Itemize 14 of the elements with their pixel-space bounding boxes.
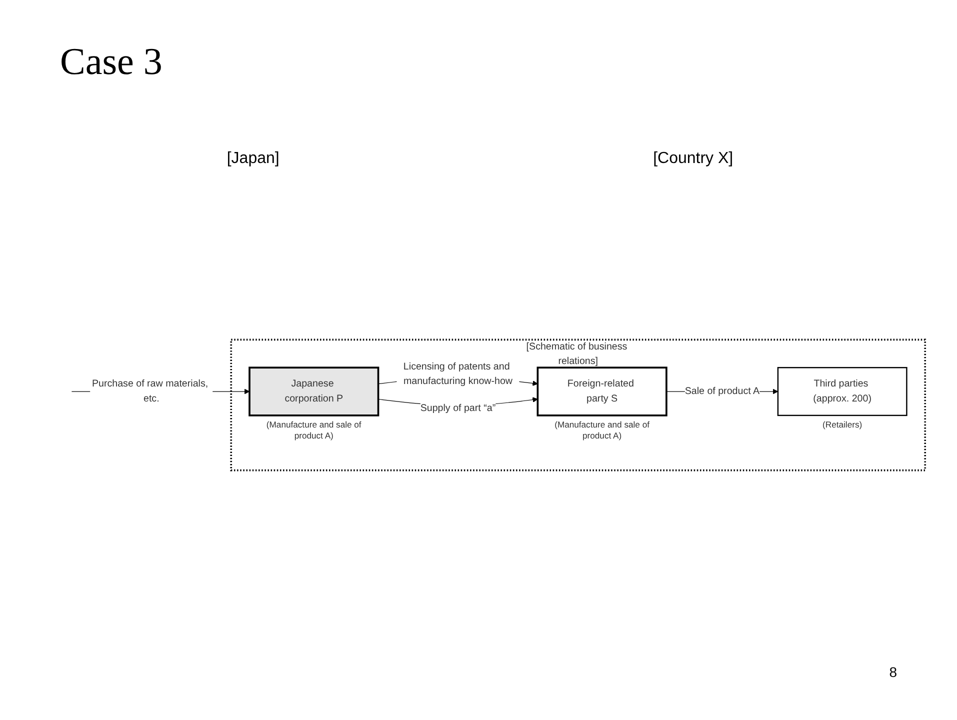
node-box: Third parties (approx. 200) <box>777 366 908 416</box>
region-label: [Japan] <box>226 150 280 168</box>
node-caption: (Manufacture and sale of product A) <box>554 420 650 441</box>
node-caption: (Manufacture and sale of product A) <box>266 420 362 441</box>
node-box: Japanese corporation P <box>248 366 380 416</box>
page-number: 8 <box>889 664 897 680</box>
node-box: Foreign-related party S <box>536 366 668 416</box>
edge-label: Licensing of patents and manufacturing know-how <box>403 361 512 387</box>
node-caption: (Retailers) <box>822 420 862 430</box>
slide-title: Case 3 <box>60 40 162 84</box>
edge-label: Purchase of raw materials, etc. <box>92 378 208 404</box>
region-label: [Country X] <box>653 150 734 168</box>
edge-label: Sale of product A <box>684 386 760 396</box>
edge-label: Supply of part “a” <box>420 403 496 414</box>
